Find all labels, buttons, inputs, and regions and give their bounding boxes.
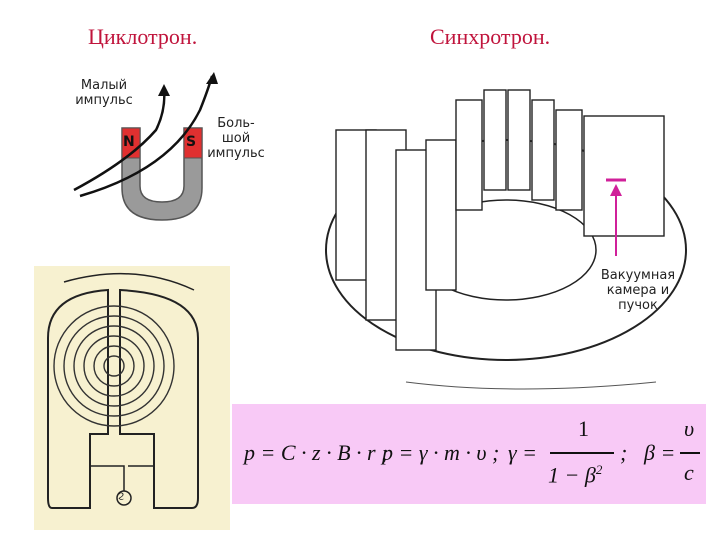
wiring bbox=[90, 465, 154, 494]
label-small-line1: Малый bbox=[80, 78, 128, 93]
label-big-momentum: Боль- шой импульс bbox=[200, 116, 272, 161]
formula-gamma-numerator: 1 bbox=[578, 416, 589, 441]
formula-gamma-den-text: 1 − β bbox=[548, 462, 596, 488]
formula-momentum-field: p = C · z · B · r ; bbox=[244, 440, 389, 465]
title-synchrotron: Синхротрон. bbox=[430, 24, 551, 49]
exit-beam bbox=[63, 272, 195, 291]
pole-s-label: S bbox=[186, 134, 197, 150]
label-small-line2: импульс bbox=[75, 93, 133, 108]
label-big-line2: шой bbox=[221, 131, 251, 146]
magnet-illustration bbox=[73, 72, 218, 221]
magnet-blocks bbox=[335, 89, 665, 351]
generator-icon bbox=[116, 490, 132, 506]
generator-symbol: ϩ bbox=[118, 490, 125, 501]
synchrotron-drawing bbox=[325, 89, 687, 390]
caption-line1: Вакуумная bbox=[600, 268, 676, 283]
formula-beta-numerator: υ bbox=[684, 416, 695, 441]
formula-gamma-lhs: γ = bbox=[508, 440, 538, 465]
ground-line bbox=[405, 381, 657, 390]
dee-left bbox=[47, 288, 109, 509]
label-big-line3: импульс bbox=[207, 146, 265, 161]
pointer-arrow-head bbox=[610, 184, 622, 196]
caption-line2: камера и bbox=[606, 283, 670, 298]
trajectory-big bbox=[79, 75, 214, 198]
formula-gamma-denominator: 1 − β2 bbox=[548, 462, 602, 488]
pole-n-label: N bbox=[123, 134, 135, 150]
formula-gamma-separator: ; bbox=[620, 440, 628, 465]
formula-gamma-exponent: 2 bbox=[595, 462, 603, 477]
formula-beta-denominator: c bbox=[684, 460, 694, 485]
dee-right bbox=[119, 288, 199, 509]
arrow-big-head bbox=[206, 72, 218, 84]
formula-beta-lhs: β = bbox=[644, 440, 676, 465]
caption-line3: пучок bbox=[618, 298, 658, 313]
arrow-small-head bbox=[158, 84, 170, 96]
label-small-momentum: Малый импульс bbox=[68, 78, 140, 108]
trajectory-small bbox=[73, 87, 166, 192]
caption-vacuum-chamber: Вакуумная камера и пучок bbox=[588, 268, 688, 313]
title-cyclotron: Циклотрон. bbox=[88, 24, 198, 49]
formula-gamma-fraction-bar bbox=[550, 452, 614, 454]
beam-spiral bbox=[53, 305, 175, 427]
cyclotron-drawing bbox=[34, 266, 230, 530]
formula-box: p = C · z · B · r ; p = γ · m · υ ; γ = … bbox=[232, 404, 706, 504]
label-big-line1: Боль- bbox=[217, 116, 255, 131]
formula-momentum-relativistic: p = γ · m · υ ; bbox=[382, 440, 500, 465]
pole-s bbox=[183, 127, 203, 159]
formula-beta-fraction-bar bbox=[680, 452, 700, 454]
